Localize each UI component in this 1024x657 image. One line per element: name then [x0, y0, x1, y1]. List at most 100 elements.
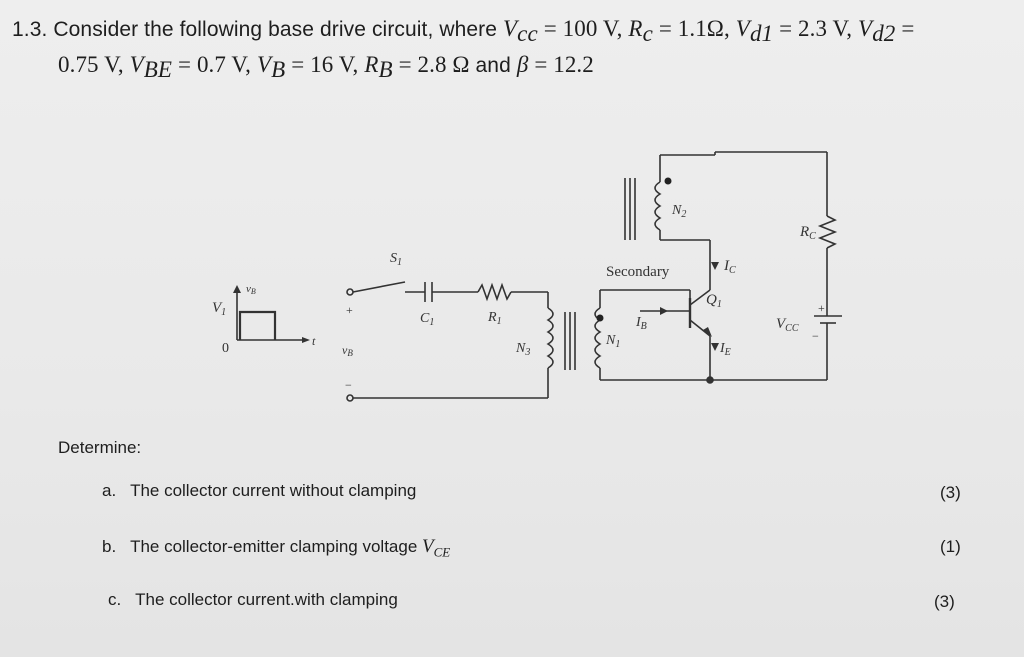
rb-symbol: R — [364, 52, 379, 77]
vd2-equals: = — [901, 16, 915, 41]
item-c-marks: (3) — [934, 592, 955, 611]
q1-label: Q — [706, 292, 717, 308]
ib-label: I — [635, 315, 642, 330]
secondary-label: Secondary — [606, 264, 670, 280]
svg-text:N3: N3 — [515, 341, 530, 358]
v1-sub: 1 — [221, 307, 226, 318]
svg-text:N2: N2 — [671, 203, 686, 220]
n1-sub: 1 — [615, 339, 620, 350]
n2-label: N — [671, 203, 682, 218]
item-b-letter: b. — [102, 537, 117, 556]
q1-sub: 1 — [717, 299, 722, 310]
determine-heading: Determine: — [58, 438, 142, 457]
item-b-text: The collector-emitter clamping voltage — [130, 537, 418, 556]
plot-axis-label-sub: B — [251, 287, 256, 296]
ie-label: I — [719, 341, 726, 356]
vb-label: v — [342, 343, 348, 357]
n3-sub: 3 — [524, 347, 530, 358]
and-word: and — [475, 54, 511, 77]
svg-text:IC: IC — [723, 258, 736, 276]
vb-pulse-waveform — [238, 310, 277, 340]
resistor-rc — [817, 215, 838, 249]
vb-sub: B — [271, 57, 286, 83]
vcc-sub: cc — [517, 21, 538, 47]
vce-sub: CE — [433, 544, 451, 560]
svg-text:VCC: VCC — [776, 316, 799, 334]
svg-text:N1: N1 — [605, 333, 620, 350]
zero-label: 0 — [222, 341, 229, 356]
item-a-text: The collector current without clamping — [130, 481, 417, 500]
vcc-symbol: V — [503, 16, 518, 41]
vcc-plus-sign: + — [818, 301, 825, 315]
ic-arrow — [711, 262, 719, 270]
polarity-dot-n2 — [664, 177, 672, 185]
plus-sign: + — [346, 303, 353, 317]
vb-label-sub: B — [347, 348, 353, 358]
question-line-2: 0.75 V, VBE = 0.7 V, VB = 16 V, RB = 2.8… — [58, 52, 594, 83]
svg-text:vB: vB — [342, 343, 353, 358]
n2-sub: 2 — [681, 209, 686, 220]
vbe-value: = 0.7 V, — [178, 52, 252, 77]
question-number: 1.3. — [12, 18, 48, 41]
vd1-symbol: V — [735, 16, 750, 41]
svg-text:C1: C1 — [420, 311, 434, 328]
switch-s1 — [352, 281, 406, 293]
rb-value: = 2.8 Ω — [398, 52, 470, 77]
beta-value: = 12.2 — [534, 52, 594, 77]
rc-symbol: R — [628, 16, 643, 41]
minus-sign: − — [345, 378, 352, 392]
vd1-value: = 2.3 V, — [779, 16, 853, 41]
rc-label: R — [799, 224, 809, 240]
vcc-value: = 100 V, — [543, 16, 623, 41]
rc-sub: C — [809, 231, 816, 242]
vd2-symbol: V — [858, 16, 873, 41]
svg-text:Q1: Q1 — [706, 292, 722, 310]
item-a-marks: (3) — [940, 483, 961, 502]
vcc-label: V — [776, 316, 787, 332]
rc-sub: c — [642, 21, 653, 47]
item-c-text: The collector current.with clamping — [135, 590, 398, 609]
ie-arrow — [711, 343, 719, 351]
item-a-letter: a. — [102, 481, 117, 500]
coil-n3 — [546, 307, 554, 369]
r1-label: R — [487, 310, 497, 325]
vce-symbol: V — [422, 536, 434, 557]
r1-sub: 1 — [497, 316, 502, 327]
vd2-value: 0.75 V, — [58, 52, 124, 77]
v1-label: V — [212, 300, 223, 316]
rc-value: = 1.1Ω, — [658, 16, 730, 41]
question-intro: Consider the following base drive circui… — [53, 18, 498, 41]
ib-sub: B — [641, 321, 647, 332]
item-c-letter: c. — [108, 590, 122, 609]
question-line-1: 1.3. Consider the following base drive c… — [12, 16, 914, 47]
item-a: a. The collector current without clampin… — [102, 481, 416, 501]
vcc-sub: CC — [785, 323, 799, 334]
vbe-sub: BE — [143, 57, 173, 83]
vbe-symbol: V — [129, 52, 144, 77]
s1-sub: 1 — [397, 257, 402, 268]
item-b-marks: (1) — [940, 537, 961, 556]
svg-text:V1: V1 — [212, 300, 226, 318]
coil-n2 — [654, 181, 662, 231]
n1-label: N — [605, 333, 616, 348]
terminal-bottom — [346, 394, 354, 402]
rb-sub: B — [378, 57, 393, 83]
svg-text:R1: R1 — [487, 310, 502, 327]
n3-label: N — [515, 341, 526, 356]
svg-text:RC: RC — [799, 224, 816, 242]
vd1-sub: d1 — [749, 21, 774, 47]
item-b: b. The collector-emitter clamping voltag… — [102, 536, 450, 560]
svg-text:IE: IE — [719, 341, 731, 358]
item-c: c. The collector current.with clamping — [108, 590, 398, 610]
plot-axis-label: v — [246, 283, 251, 295]
vb-value: = 16 V, — [291, 52, 359, 77]
s1-label: S — [390, 251, 397, 266]
c1-sub: 1 — [429, 317, 434, 328]
t-label: t — [312, 334, 316, 348]
resistor-r1 — [477, 282, 512, 302]
svg-text:S1: S1 — [390, 251, 402, 268]
svg-text:IB: IB — [635, 315, 647, 332]
polarity-dot-n1 — [596, 314, 604, 322]
ic-label: I — [723, 258, 730, 274]
